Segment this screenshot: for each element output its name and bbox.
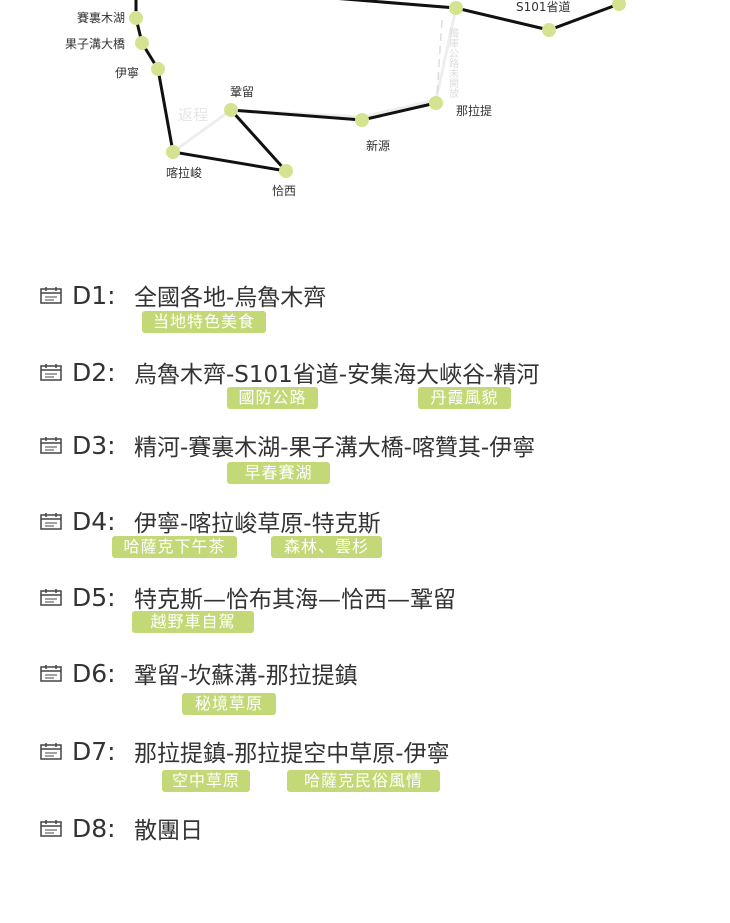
station-label: 新源 <box>366 138 390 153</box>
calendar-icon <box>40 364 62 381</box>
station-label: 那拉提 <box>456 103 492 118</box>
highlight-tag: 当地特色美食 <box>142 311 266 333</box>
day-route: 特克斯—恰布其海—恰西—鞏留 <box>134 587 456 613</box>
highlight-tag: 早春賽湖 <box>227 462 330 484</box>
return-label: 返程 <box>178 106 208 124</box>
station-label: 果子溝大橋 <box>65 37 125 51</box>
highlight-tag: 秘境草原 <box>182 693 276 715</box>
highlight-tag: 哈薩克民俗風情 <box>287 770 440 792</box>
closed-road-label: 獨庫公路未開放 <box>447 28 459 99</box>
calendar-icon <box>40 820 62 837</box>
day-route: 鞏留-坎蘇溝-那拉提鎮 <box>134 663 358 689</box>
station-label: 恰西 <box>272 183 296 198</box>
calendar-icon <box>40 437 62 454</box>
itinerary-day-8: D8: 散團日 <box>40 813 203 844</box>
station-node <box>166 145 180 159</box>
station-label: 喀拉峻 <box>166 165 202 180</box>
day-route: 全國各地-烏魯木齊 <box>134 285 327 311</box>
station-node <box>129 11 143 25</box>
station-node <box>429 96 443 110</box>
calendar-icon <box>40 665 62 682</box>
station-label: 賽裏木湖 <box>77 10 125 25</box>
station-node <box>224 103 238 117</box>
station-node <box>449 1 463 15</box>
day-label: D5: <box>72 582 116 612</box>
station-label: 鞏留 <box>230 85 254 99</box>
station-node <box>135 36 149 50</box>
calendar-icon <box>40 287 62 304</box>
calendar-icon <box>40 743 62 760</box>
highlight-tag: 丹霞風貌 <box>418 387 511 409</box>
highlight-tag: 國防公路 <box>227 387 318 409</box>
station-node <box>151 62 165 76</box>
day-route: 精河-賽裏木湖-果子溝大橋-喀贊其-伊寧 <box>134 435 536 461</box>
day-route: 散團日 <box>134 818 203 844</box>
itinerary-day-5: D5: 特克斯—恰布其海—恰西—鞏留 <box>40 582 456 613</box>
day-label: D8: <box>72 813 116 843</box>
itinerary-day-2: D2: 烏魯木齊-S101省道-安集海大峽谷-精河 <box>40 357 540 388</box>
highlight-tag: 空中草原 <box>162 770 250 792</box>
calendar-icon <box>40 513 62 530</box>
day-route: 伊寧-喀拉峻草原-特克斯 <box>134 511 381 537</box>
day-label: D2: <box>72 357 116 387</box>
station-node <box>542 23 556 37</box>
route-line-north <box>338 0 620 32</box>
station-node <box>355 113 369 127</box>
route-map: 賽裏木湖 果子溝大橋 伊寧 鞏留 喀拉峻 恰西 新源 那拉提 S101省道 返程… <box>65 0 626 198</box>
calendar-icon <box>40 589 62 606</box>
day-label: D7: <box>72 736 116 766</box>
highlight-tag: 越野車自駕 <box>132 611 254 633</box>
highlight-tag: 哈薩克下午茶 <box>112 536 237 558</box>
itinerary-day-6: D6: 鞏留-坎蘇溝-那拉提鎮 <box>40 658 358 689</box>
highlight-tag: 森林、雲杉 <box>271 536 382 558</box>
itinerary-day-3: D3: 精河-賽裏木湖-果子溝大橋-喀贊其-伊寧 <box>40 430 536 461</box>
itinerary-day-4: D4: 伊寧-喀拉峻草原-特克斯 <box>40 506 381 537</box>
return-route-line <box>156 7 458 155</box>
itinerary-day-1: D1: 全國各地-烏魯木齊 <box>40 280 327 311</box>
station-node <box>612 0 626 11</box>
day-route: 烏魯木齊-S101省道-安集海大峽谷-精河 <box>134 362 540 388</box>
day-label: D1: <box>72 280 116 310</box>
station-label: S101省道 <box>516 0 571 14</box>
itinerary-day-7: D7: 那拉提鎮-那拉提空中草原-伊寧 <box>40 736 450 767</box>
day-route: 那拉提鎮-那拉提空中草原-伊寧 <box>134 741 450 767</box>
station-node <box>279 164 293 178</box>
day-label: D4: <box>72 506 116 536</box>
station-label: 伊寧 <box>115 65 139 80</box>
day-label: D6: <box>72 658 116 688</box>
day-label: D3: <box>72 430 116 460</box>
